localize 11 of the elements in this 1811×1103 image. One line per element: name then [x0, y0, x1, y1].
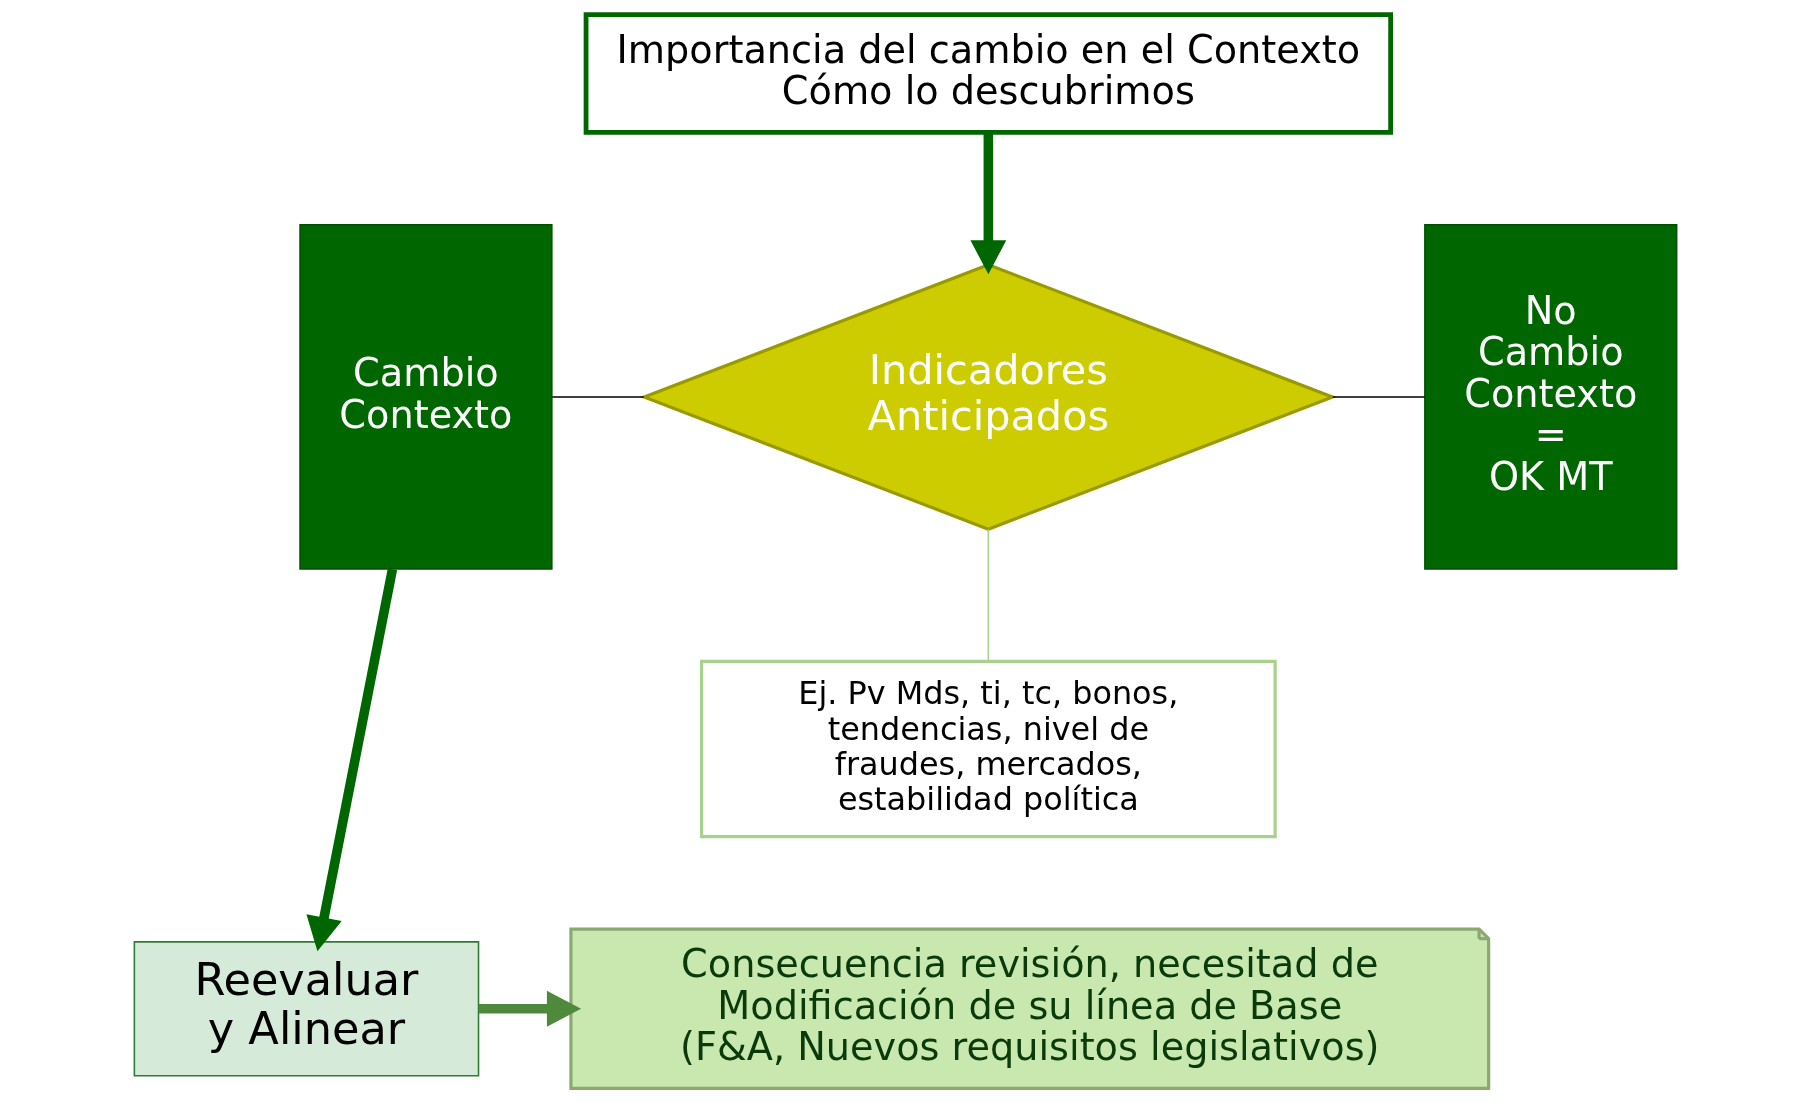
node-box: Ej. Pv Mds, ti, tc, bonos, tendencias, nivel de fraudes, mercados, estabilidad política	[699, 659, 1277, 839]
connector	[987, 528, 990, 663]
arrow	[478, 990, 582, 1027]
arrow	[970, 133, 1007, 275]
arrow	[306, 568, 398, 952]
connector	[551, 396, 645, 398]
node-box: Reevaluar y Alinear	[133, 941, 480, 1077]
node-box: Cambio Contexto	[299, 224, 553, 570]
node-box: Importancia del cambio en el Contexto Cómo lo descubrimos	[583, 12, 1394, 135]
connector	[1331, 396, 1426, 398]
node-box: No Cambio Contexto = OK MT	[1424, 224, 1678, 570]
